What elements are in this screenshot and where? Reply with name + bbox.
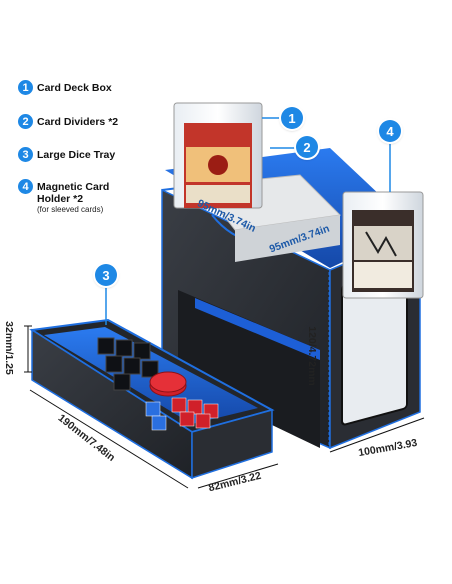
dice-red xyxy=(171,397,219,429)
legend-item-card-deck-box: 1 Card Deck Box xyxy=(18,80,112,95)
legend-item-dice-tray: 3 Large Dice Tray xyxy=(18,147,115,162)
legend-label: Card Dividers *2 xyxy=(37,116,119,128)
callout-badge-3: 3 xyxy=(95,264,117,286)
number-badge: 3 xyxy=(18,147,33,162)
legend-text-block: Magnetic Card Holder *2 (for sleeved car… xyxy=(37,179,127,214)
dice-blue xyxy=(145,401,167,431)
callout-badge-1: 1 xyxy=(281,107,303,129)
legend-label: Card Deck Box xyxy=(37,82,112,94)
dimension-lines xyxy=(24,272,425,489)
legend-item-card-dividers: 2 Card Dividers *2 xyxy=(18,114,118,129)
callout-leaders xyxy=(105,117,391,325)
number-badge: 1 xyxy=(18,80,33,95)
callout-badge-4: 4 xyxy=(379,120,401,142)
magnetic-card-holder xyxy=(342,191,424,299)
tray-height-label: 32mm/1.25 xyxy=(2,321,15,375)
card-deck-box xyxy=(161,148,421,450)
number-badge: 2 xyxy=(18,114,33,129)
callout-badge-2: 2 xyxy=(296,136,318,158)
box-height-label: 120/4.72mm xyxy=(305,326,318,386)
magnetic-card-holder xyxy=(173,102,263,209)
legend-label: Magnetic Card Holder *2 xyxy=(37,181,110,205)
number-badge: 4 xyxy=(18,179,33,194)
legend-label: Large Dice Tray xyxy=(37,149,116,161)
dice-dark xyxy=(97,337,159,391)
legend-note: (for sleeved cards) xyxy=(37,205,104,214)
legend-item-magnetic-holder: 4 Magnetic Card Holder *2 (for sleeved c… xyxy=(18,179,127,214)
dice-tray xyxy=(29,318,275,480)
